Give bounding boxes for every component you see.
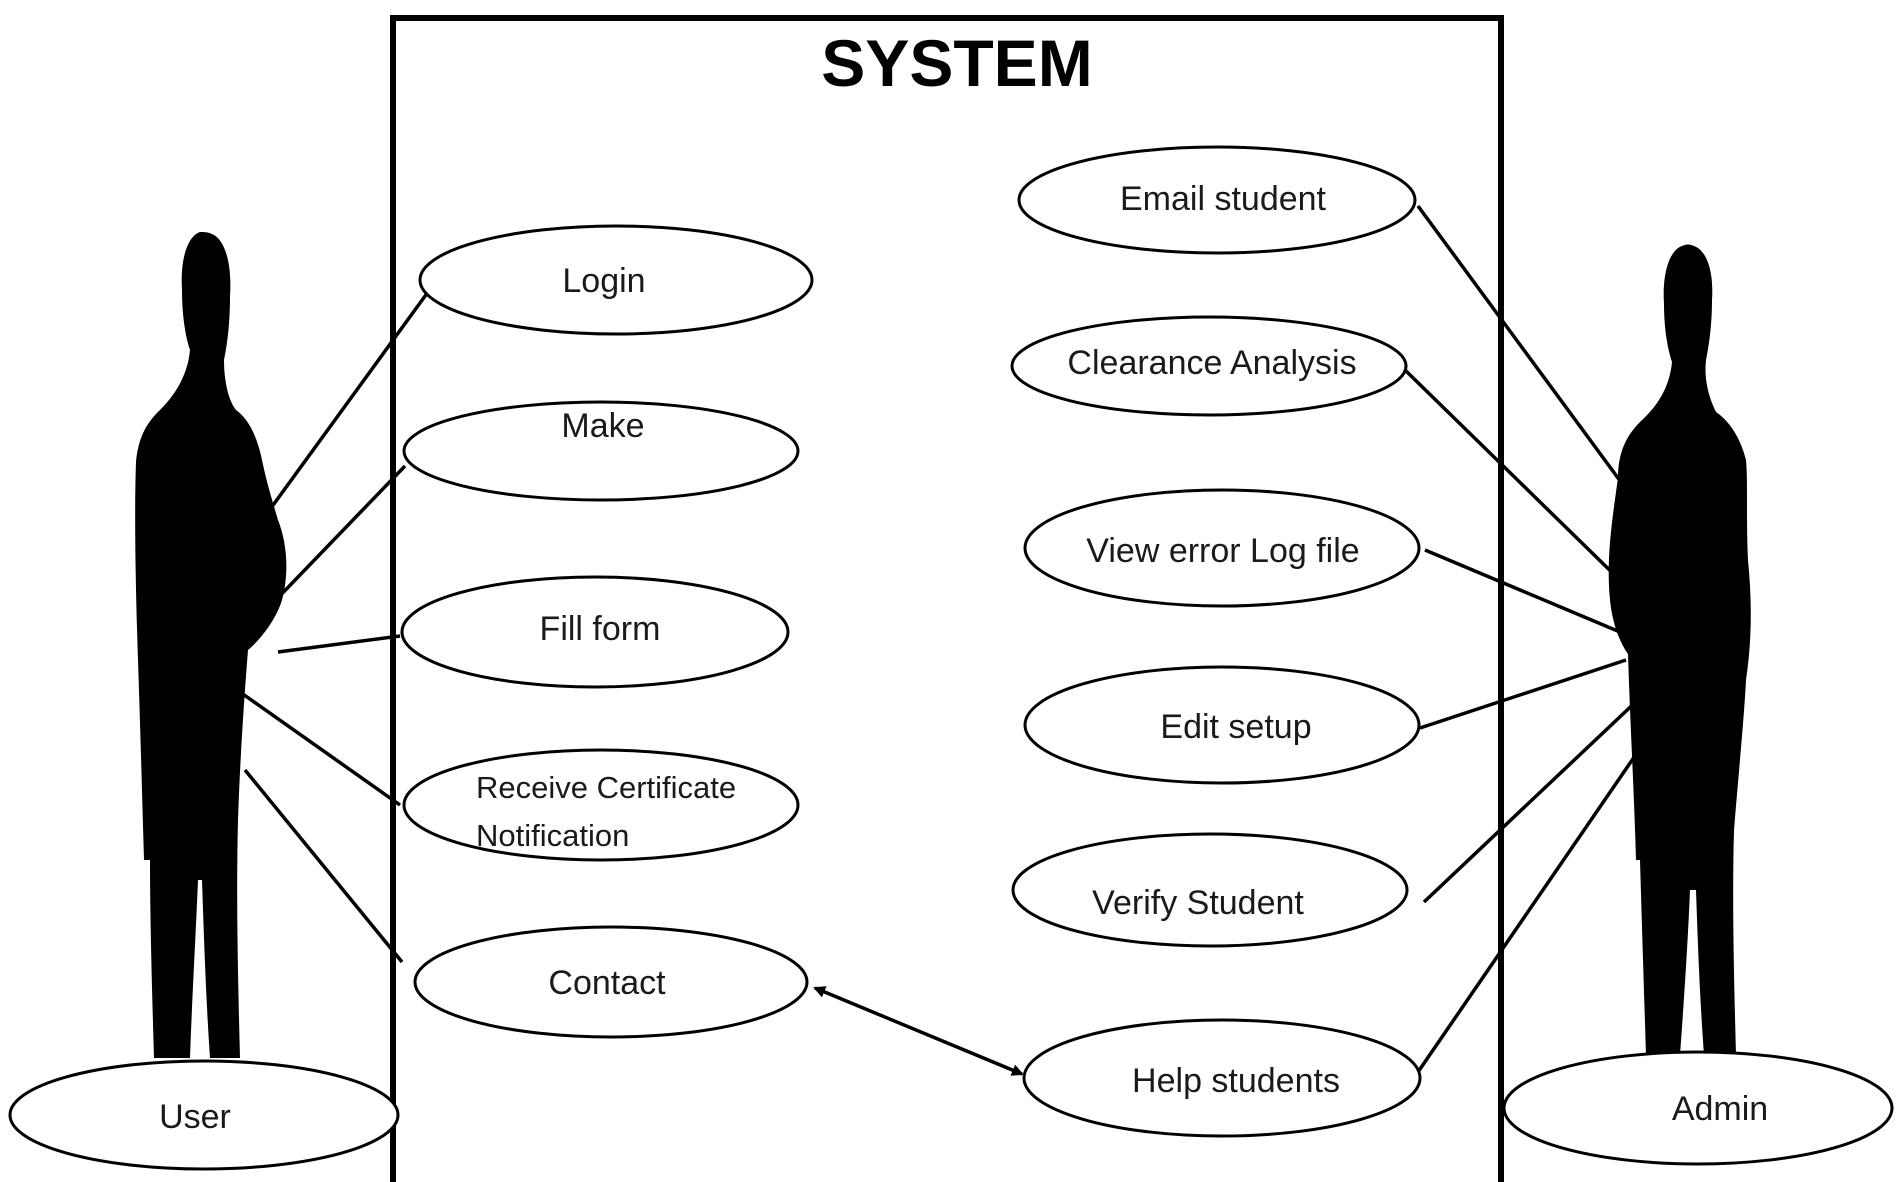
assoc-user-fill-form	[277, 634, 401, 654]
use-case-fill-form-label: Fill form	[540, 610, 661, 648]
use-case-view-error-log-file: View error Log file	[1023, 488, 1421, 608]
admin-actor-silhouette	[1608, 244, 1751, 1055]
assoc-user-login	[253, 290, 430, 532]
use-case-fill-form: Fill form	[400, 575, 790, 689]
use-case-clearance-analysis-label: Clearance Analysis	[1067, 344, 1356, 382]
actor-user: User	[8, 1059, 400, 1171]
assoc-admin-view-error-log	[1424, 548, 1621, 634]
use-case-contact-label: Contact	[548, 964, 666, 1002]
assoc-user-make	[270, 464, 407, 606]
use-case-receive-certificate-line2: Notification	[476, 818, 629, 853]
assoc-contact-help-students-arrow	[813, 986, 1024, 1076]
assoc-admin-edit-setup	[1419, 658, 1627, 730]
assoc-admin-clearance-analysis	[1403, 368, 1632, 592]
use-case-view-error-log-file-label: View error Log file	[1086, 532, 1359, 570]
use-case-make-label: Make	[561, 407, 644, 445]
assoc-admin-help-students	[1416, 733, 1652, 1073]
system-boundary	[390, 15, 1504, 1182]
assoc-user-receive-certificate	[238, 690, 402, 807]
use-case-help-students-label: Help students	[1132, 1062, 1340, 1100]
use-case-login-label: Login	[562, 262, 645, 300]
use-case-verify-student-label: Verify Student	[1092, 884, 1304, 922]
use-case-email-student: Email student	[1017, 145, 1417, 255]
user-actor-silhouette	[135, 232, 287, 1058]
use-case-contact: Contact	[413, 925, 809, 1039]
use-case-help-students: Help students	[1022, 1018, 1422, 1138]
actor-admin-label: Admin	[1672, 1090, 1768, 1128]
use-case-clearance-analysis: Clearance Analysis	[1010, 315, 1408, 417]
assoc-user-contact	[243, 768, 404, 964]
actor-admin: Admin	[1502, 1050, 1894, 1166]
assoc-admin-verify-student	[1422, 694, 1644, 904]
system-title: SYSTEM	[821, 26, 1092, 100]
use-case-login: Login	[418, 224, 814, 336]
assoc-admin-email-student	[1416, 204, 1645, 514]
use-case-receive-certificate-notification: Receive Certificate Notification	[402, 748, 800, 862]
use-case-edit-setup-label: Edit setup	[1160, 708, 1311, 746]
use-case-receive-certificate-line1: Receive Certificate	[476, 770, 736, 805]
use-case-make: Make	[402, 400, 800, 502]
use-case-edit-setup: Edit setup	[1023, 665, 1421, 785]
actor-user-label: User	[159, 1098, 231, 1136]
use-case-verify-student: Verify Student	[1011, 832, 1409, 948]
use-case-email-student-label: Email student	[1120, 180, 1327, 218]
